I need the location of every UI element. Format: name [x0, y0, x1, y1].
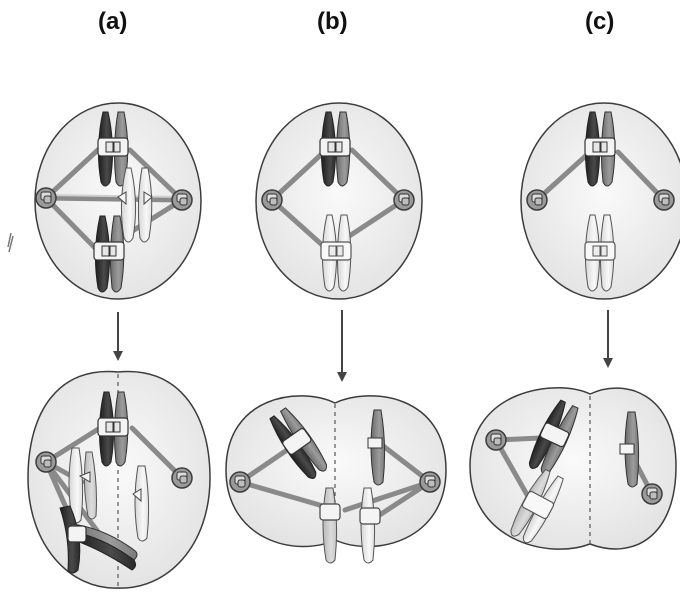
cell-b-top: [256, 103, 422, 299]
arrow-b: [337, 310, 347, 382]
cell-c-top: [521, 103, 680, 299]
cell-c-bottom: [470, 388, 676, 549]
arrow-c: [603, 310, 613, 368]
cell-a-top: [35, 103, 201, 299]
arrow-a: [113, 312, 123, 361]
stray-mark: [8, 233, 13, 252]
cell-b-bottom: [226, 396, 446, 563]
cell-a-bottom: [28, 371, 210, 588]
